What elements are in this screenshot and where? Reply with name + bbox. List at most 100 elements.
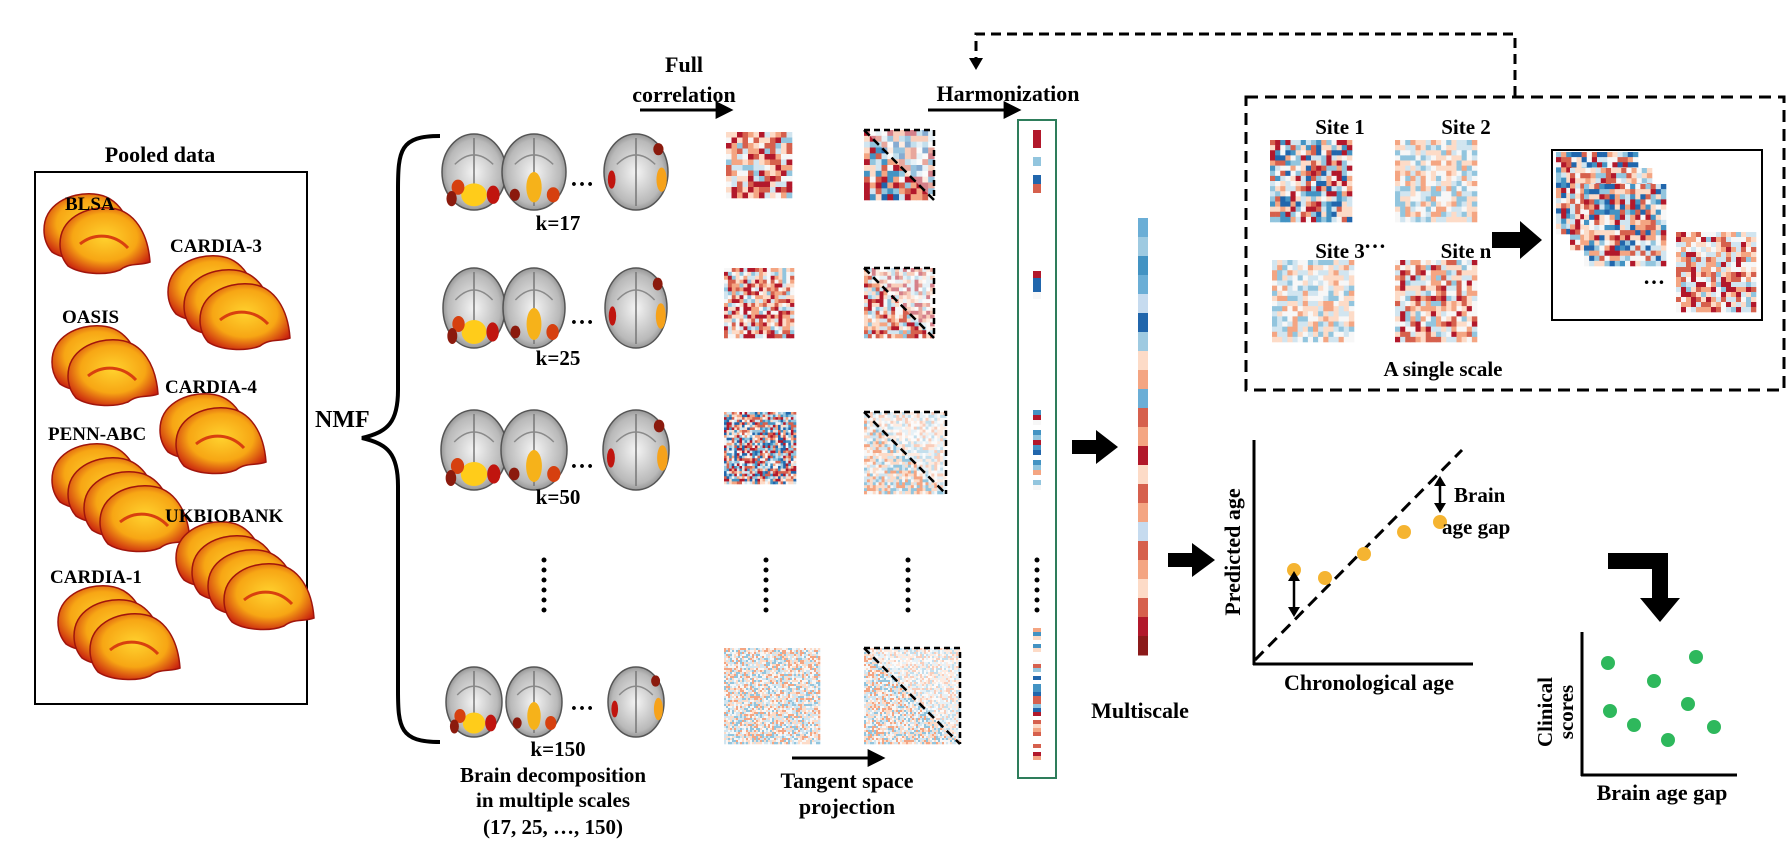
gap-label-line1: Brain [1454,483,1506,507]
sagittal-slice-2-1 [67,339,159,407]
stack-matrix-4 [1676,232,1757,313]
axial-brain-rows [440,133,670,738]
harmonization-label: Harmonization [937,81,1080,106]
axial-brain-row1-2 [502,267,566,349]
site-label-1: Site 1 [1315,115,1365,139]
row-ellipsis-k25: … [570,304,594,330]
block-arrow-to-multiscale [1072,430,1118,464]
multiscale-cells [1138,218,1148,656]
age-plot-xlabel: Chronological age [1284,670,1454,695]
corr-matrix-k17 [726,132,793,199]
clinical-xlabel: Brain age gap [1597,780,1728,805]
block-arrow-to-age-plot [1168,543,1215,577]
full-correlation-label-line2: correlation [632,82,735,107]
site-matrix-1 [1270,140,1353,223]
nmf-brace [361,134,441,744]
decomposition-caption-line2: in multiple scales [476,788,630,812]
sagittal-slice-4-3 [99,485,191,553]
tangent-matrix-k50 [864,412,947,495]
axial-brain-row2-2 [500,409,568,491]
block-arrow-to-stack [1492,221,1542,259]
feedback-dashed-arrow [974,32,1517,96]
gap-arrow-left-head-top [1288,571,1300,581]
clinical-plot: Clinical scores Brain age gap [1533,632,1737,805]
multiscale-feature-vector [1138,218,1148,656]
pooled-data-box [34,171,308,705]
gap-label-line2: age gap [1442,515,1510,539]
harm-strip-k150 [1033,628,1041,764]
gap-arrow-right-head-top [1434,476,1446,486]
correlation-matrices [724,132,821,745]
age-dot-2 [1357,547,1371,561]
site-label-2: Site 2 [1441,115,1491,139]
site-label-3: Site 3 [1315,239,1365,263]
tangent-matrix-k25-triangle [863,266,936,339]
clinical-dot-3 [1603,704,1617,718]
site-matrix-3 [1272,260,1355,343]
site-label-n: Site n [1441,239,1492,263]
sagittal-slice-6-2 [89,613,181,681]
dataset-label-cardia-4: CARDIA-4 [165,377,257,398]
vertical-ellipsis-brains [541,557,547,613]
clinical-ylabel-line1: Clinical [1533,677,1557,747]
age-dot-4 [1433,515,1447,529]
vertical-ellipsis-correlation [763,557,769,613]
vertical-ellipsis-tangent [905,557,911,613]
single-scale-caption: A single scale [1384,357,1503,381]
row-ellipsis-k50: … [570,448,594,474]
age-dot-0 [1287,563,1301,577]
axial-brain-row2-3 [602,409,670,491]
harm-strip-k25 [1033,264,1041,334]
decomposition-caption-line1: Brain decomposition [460,763,646,787]
nmf-label: NMF [315,407,370,433]
tangent-matrix-k17-triangle [863,128,936,201]
tangent-matrix-k17 [864,130,935,201]
clinical-dot-0 [1601,656,1615,670]
harmonized-feature-strips [1033,130,1041,764]
harmonized-matrix-stack [1556,152,1757,313]
stack-ellipsis: … [1643,264,1665,289]
site-ellipsis: … [1364,228,1386,253]
sagittal-slice-5-3 [223,563,315,631]
block-arrow-to-clinical-plot [1608,553,1680,622]
dataset-label-cardia-3: CARDIA-3 [170,236,262,257]
dataset-label-ukbiobank: UKBIOBANK [165,506,283,527]
row-ellipsis-k17: … [570,166,594,192]
sagittal-slice-1-2 [199,283,291,351]
multiscale-label: Multiscale [1091,698,1189,723]
scale-label-k17: k=17 [536,211,581,235]
age-plot-identity-line [1253,448,1464,662]
axial-brain-row3-3 [607,666,665,738]
corr-matrix-k50 [724,412,797,485]
harm-strip-k50 [1033,410,1041,495]
site-matrix-2 [1395,140,1478,223]
dataset-label-blsa: BLSA [65,194,115,215]
clinical-dot-1 [1689,650,1703,664]
tangent-label-line2: projection [799,794,895,819]
clinical-dot-6 [1661,733,1675,747]
scale-label-k25: k=25 [536,346,581,370]
harmonized-vectors-frame [1017,119,1057,779]
age-plot-dots [1287,515,1447,585]
sagittal-brain-stacks [43,193,315,681]
site-matrix-n [1395,260,1478,343]
gap-arrow-left-head-bottom [1288,607,1300,617]
feedback-arrow-head [969,58,983,70]
age-dot-3 [1397,525,1411,539]
harm-strip-k17 [1033,130,1041,202]
axial-brain-row0-1 [441,133,507,211]
axial-brain-row1-3 [604,267,668,349]
clinical-dot-2 [1647,674,1661,688]
age-plot-ylabel: Predicted age [1220,488,1245,616]
tangent-matrix-k150-triangle [863,646,962,745]
sagittal-slice-0-1 [59,207,151,275]
sagittal-slice-3-1 [175,407,267,475]
corr-matrix-k150 [724,648,821,745]
tangent-matrices [863,128,962,745]
dataset-label-oasis: OASIS [62,307,119,328]
tangent-matrix-k50-triangle [863,410,948,495]
clinical-dot-7 [1707,720,1721,734]
row-ellipsis-k150: … [570,690,594,716]
clinical-ylabel-line2: scores [1554,685,1578,739]
axial-brain-row0-3 [603,133,669,211]
